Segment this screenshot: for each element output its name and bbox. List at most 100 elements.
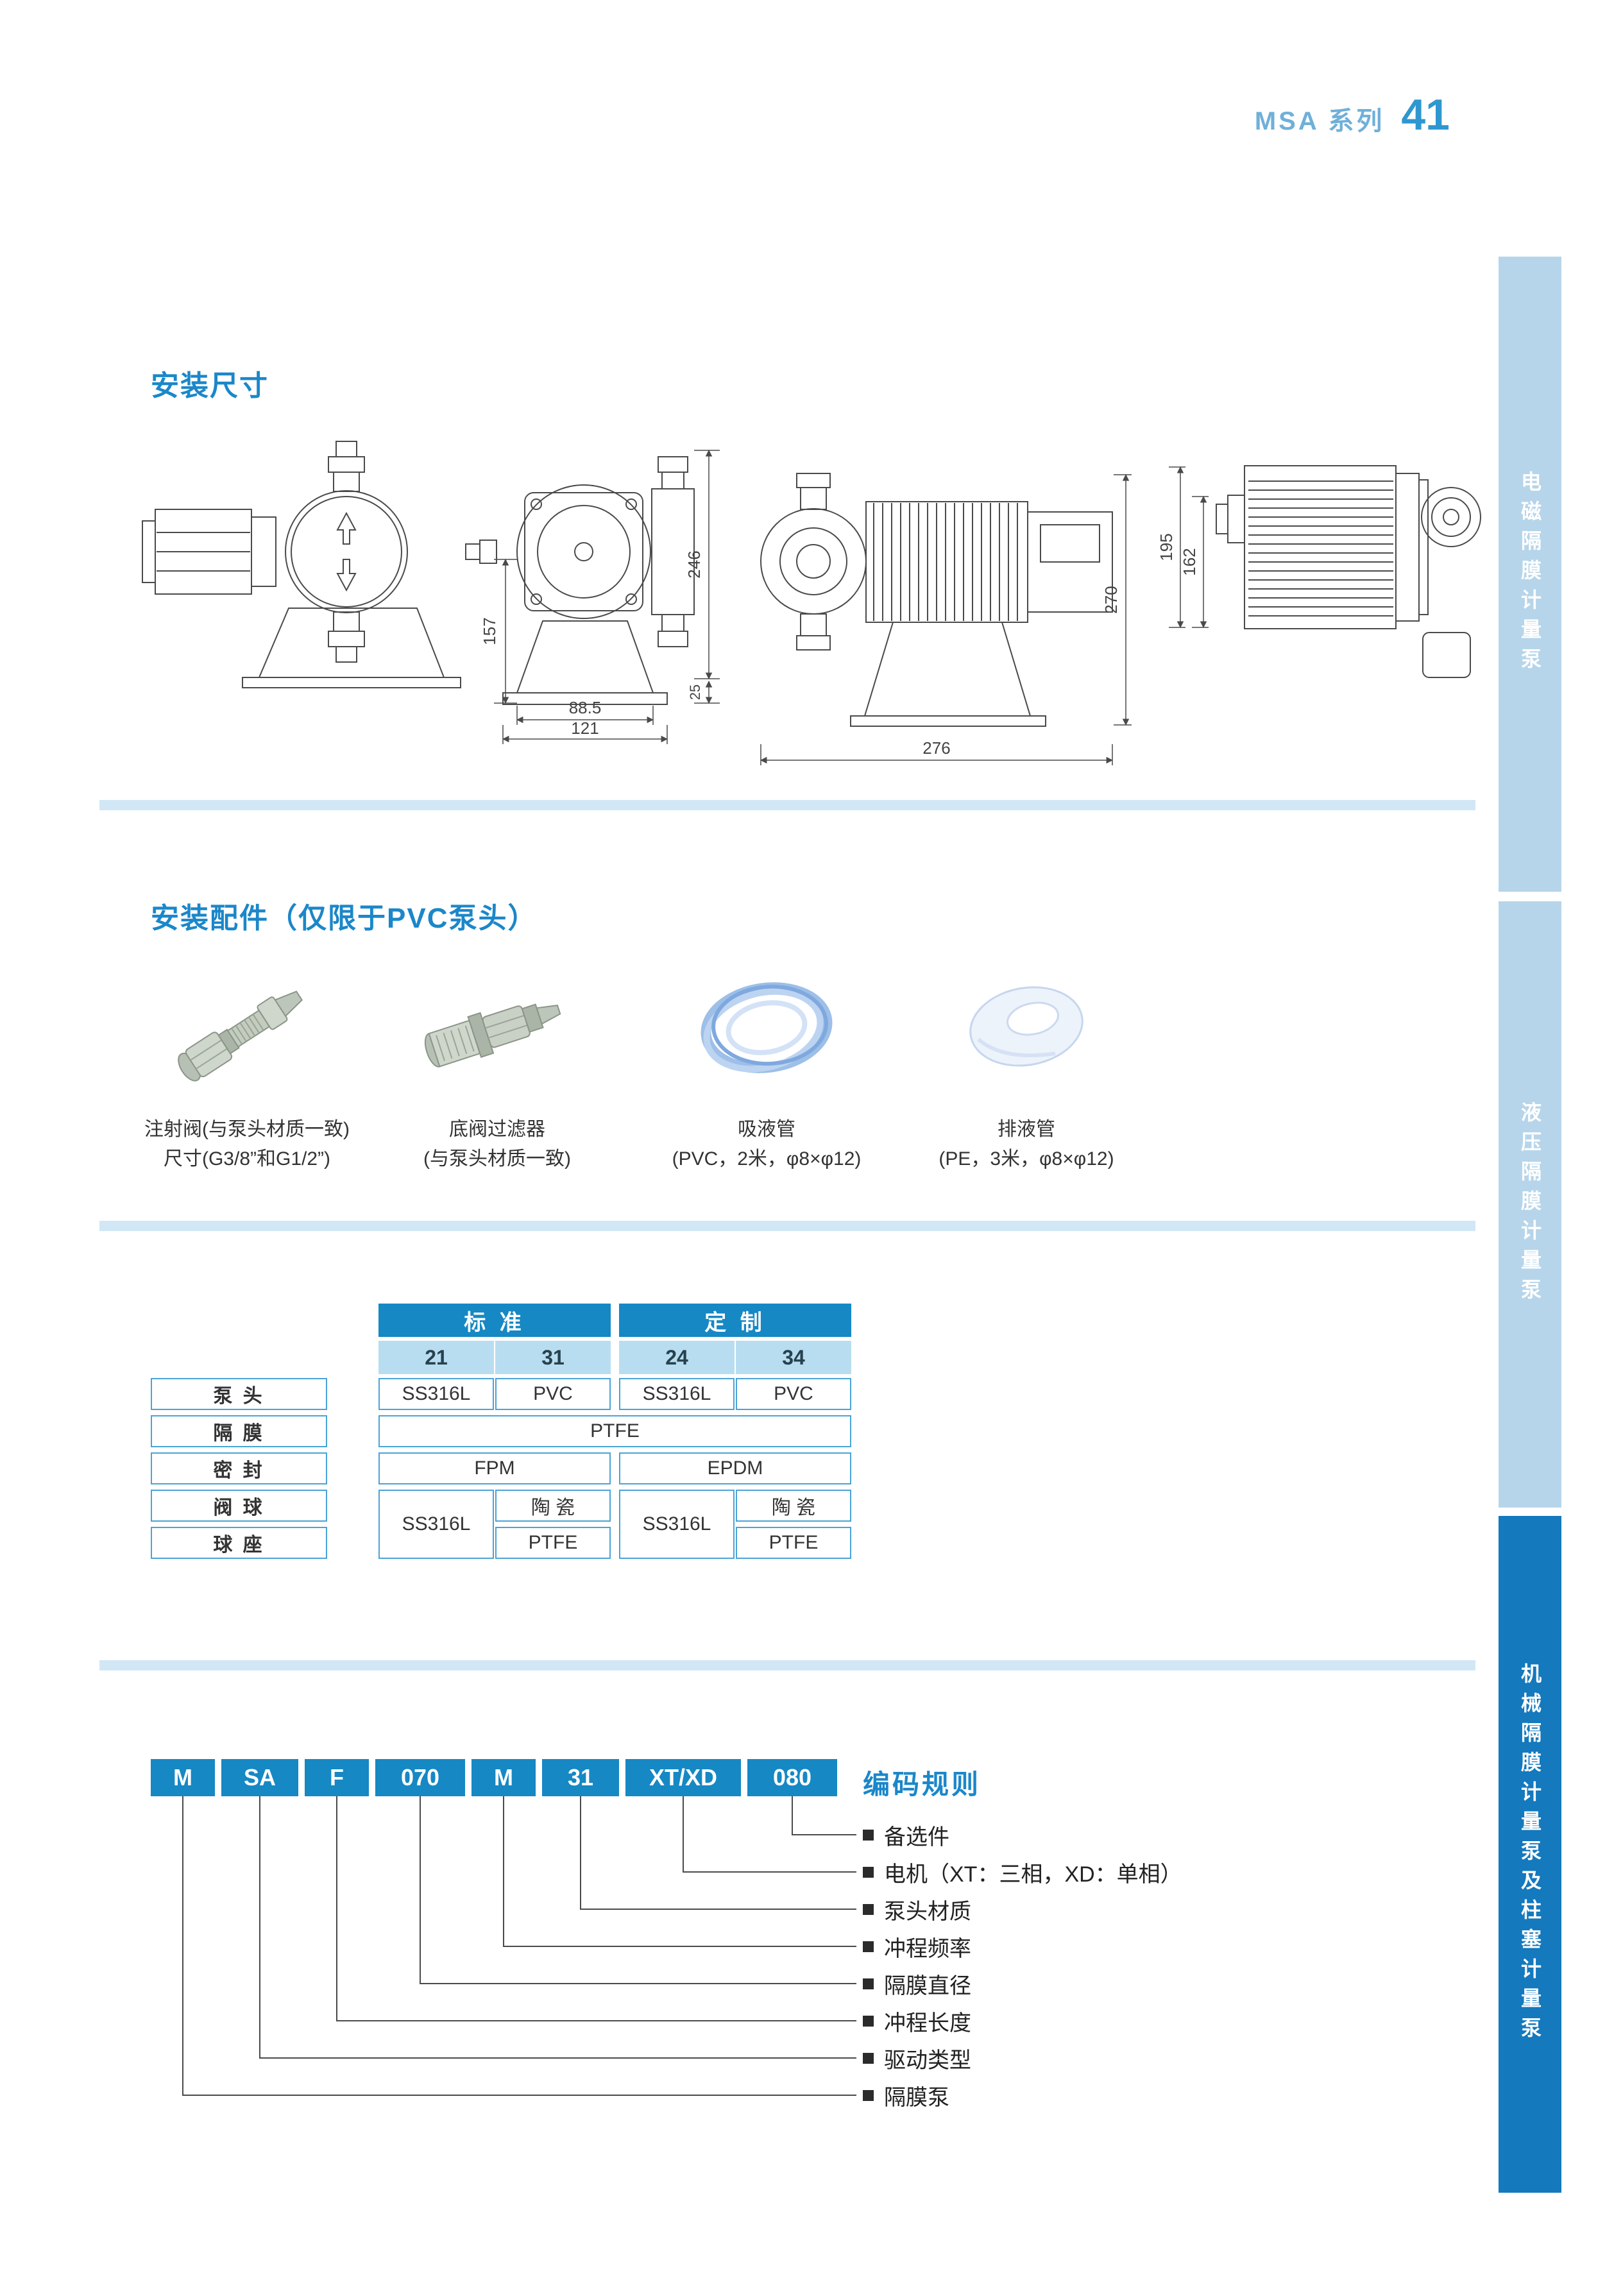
bullet-square-icon [863,2015,874,2027]
caption-line: 注射阀(与泵头材质一致) [144,1119,350,1140]
section-title-accessories: 安装配件（仅限于PVC泵头） [151,903,538,934]
dim-157: 157 [480,617,499,645]
sidebar-tab-mechanical-pump-active: 机械隔膜计量泵及柱塞计量泵 [1499,1516,1561,2193]
table-cell: 陶 瓷 [736,1490,851,1522]
caption-line: 底阀过滤器 [449,1119,545,1140]
sidebar-tab-solenoid-pump: 电磁隔膜计量泵 [1499,257,1561,892]
bullet-square-icon [863,1941,874,1952]
bullet-square-icon [863,1866,874,1878]
discharge-tube-image [969,986,1083,1067]
caption-line: (与泵头材质一致) [423,1148,571,1169]
legend-item-diaphragm-pump: 隔膜泵 [863,2082,949,2110]
row-label-pump-head: 泵 头 [151,1378,327,1410]
sidebar-tab-label: 电磁隔膜计量泵 [1518,471,1542,677]
series-label: MSA 系列 [1254,107,1385,135]
legend-label: 泵头材质 [884,1899,971,1924]
code-box-4: 070 [375,1759,465,1796]
code-box-2: SA [221,1759,298,1796]
pump-drawing-rear [1216,465,1481,678]
suction-tube-image [701,982,833,1073]
legend-label: 电机（XT：三相，XD：单相） [884,1862,1182,1887]
table-cell: PVC [736,1378,851,1410]
legend-label: 备选件 [884,1824,949,1850]
table-cell-diaphragm: PTFE [378,1415,851,1447]
section-divider [99,800,1475,810]
table-col-header-34: 34 [736,1341,851,1374]
table-cell: SS316L [619,1490,735,1559]
legend-item-head-material: 泵头材质 [863,1896,971,1924]
sidebar-tab-hydraulic-pump: 液压隔膜计量泵 [1499,901,1561,1508]
table-cell-seal-standard: FPM [378,1452,611,1484]
dim-121: 121 [571,719,599,738]
bullet-square-icon [863,1903,874,1915]
injection-valve-image [178,991,303,1082]
section-divider [99,1221,1475,1231]
sidebar-tab-label: 液压隔膜计量泵 [1518,1101,1542,1308]
legend-label: 隔膜直径 [884,1973,971,1998]
table-col-header-21: 21 [378,1341,494,1374]
table-cell: PTFE [736,1527,851,1559]
row-label-valve-ball: 阀 球 [151,1490,327,1522]
table-cell: SS316L [378,1490,494,1559]
pump-drawing-side-right [760,473,1113,727]
table-group-header-standard: 标 准 [378,1304,611,1337]
pump-drawing-front [465,456,695,705]
dim-270: 270 [1101,586,1121,613]
bullet-square-icon [863,1978,874,1989]
caption-injection-valve: 注射阀(与泵头材质一致) 尺寸(G3/8”和G1/2”) [99,1115,395,1174]
dim-246: 246 [684,550,704,578]
foot-valve-filter-image [424,1003,561,1067]
table-group-header-custom: 定 制 [619,1304,851,1337]
code-box-1: M [151,1759,215,1796]
page-number: 41 [1401,90,1450,139]
table-cell: SS316L [619,1378,735,1410]
caption-line: 吸液管 [738,1119,795,1140]
coding-connector-lines [182,1796,856,2096]
table-cell: PVC [495,1378,611,1410]
pump-drawing-side-left [142,441,461,688]
caption-line: (PE，3米，φ8×φ12) [939,1148,1114,1169]
legend-label: 冲程长度 [884,2011,971,2036]
code-box-3: F [305,1759,369,1796]
page-header: MSA 系列 41 [1091,90,1450,140]
table-col-header-31: 31 [495,1341,611,1374]
bullet-square-icon [863,2052,874,2064]
caption-line: 排液管 [998,1119,1055,1140]
installation-dimension-drawings: 157 246 25 88.5 121 276 270 195 162 [142,441,1481,765]
bullet-square-icon [863,1829,874,1841]
table-cell: 陶 瓷 [495,1490,611,1522]
code-box-6: 31 [542,1759,619,1796]
legend-item-stroke-frequency: 冲程频率 [863,1934,971,1961]
dim-162: 162 [1180,548,1199,575]
legend-item-options: 备选件 [863,1822,949,1850]
table-cell: SS316L [378,1378,494,1410]
table-col-header-24: 24 [619,1341,735,1374]
section-divider [99,1660,1475,1671]
legend-label: 驱动类型 [884,2048,971,2073]
code-box-5: M [471,1759,536,1796]
table-cell: PTFE [495,1527,611,1559]
caption-foot-valve: 底阀过滤器 (与泵头材质一致) [350,1115,645,1174]
row-label-seal: 密 封 [151,1452,327,1484]
legend-label: 隔膜泵 [884,2085,949,2110]
table-cell-seal-custom: EPDM [619,1452,851,1484]
code-box-7: XT/XD [625,1759,741,1796]
legend-label: 冲程频率 [884,1936,971,1961]
legend-item-motor: 电机（XT：三相，XD：单相） [863,1859,1182,1887]
row-label-diaphragm: 隔 膜 [151,1415,327,1447]
coding-rule-title: 编码规则 [863,1769,981,1799]
section-title-dimensions: 安装尺寸 [151,370,269,402]
dimension-lines [494,449,1209,765]
caption-line: (PVC，2米，φ8×φ12) [672,1148,862,1169]
row-label-ball-seat: 球 座 [151,1527,327,1559]
legend-item-diaphragm-diameter: 隔膜直径 [863,1971,971,1998]
caption-line: 尺寸(G3/8”和G1/2”) [163,1148,331,1169]
dim-195: 195 [1157,533,1176,561]
bullet-square-icon [863,2089,874,2101]
sidebar-tab-label: 机械隔膜计量泵及柱塞计量泵 [1518,1662,1542,2046]
caption-suction-tube: 吸液管 (PVC，2米，φ8×φ12) [619,1115,914,1174]
code-box-8: 080 [747,1759,837,1796]
dim-276: 276 [922,738,950,758]
caption-discharge-tube: 排液管 (PE，3米，φ8×φ12) [879,1115,1174,1174]
